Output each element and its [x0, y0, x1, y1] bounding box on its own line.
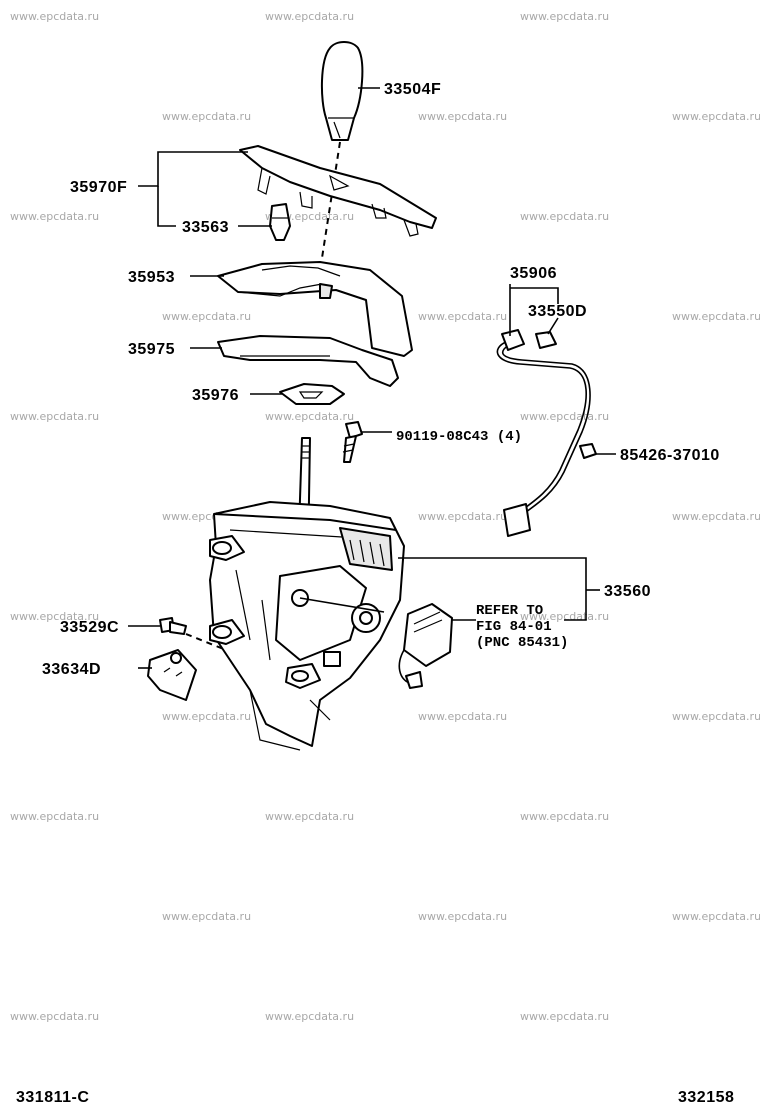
socket-wire-drawing — [496, 329, 597, 537]
watermark-text: www.epcdata.ru — [418, 910, 507, 923]
watermark-text: www.epcdata.ru — [520, 810, 609, 823]
label-bulb: 33550D — [528, 303, 587, 320]
label-shift-assembly: 33560 — [604, 583, 651, 600]
clip-drawing — [269, 203, 291, 241]
label-indicator: 35953 — [128, 269, 175, 286]
bezel-drawing — [239, 145, 437, 237]
watermark-text: www.epcdata.ru — [162, 710, 251, 723]
watermark-text: www.epcdata.ru — [520, 1010, 609, 1023]
reference-line-2: FIG 84-01 — [476, 619, 552, 635]
watermark-text: www.epcdata.ru — [10, 610, 99, 623]
label-wire-clamp: 85426-37010 — [620, 447, 720, 464]
watermark-text: www.epcdata.ru — [10, 810, 99, 823]
watermark-text: www.epcdata.ru — [418, 510, 507, 523]
watermark-text: www.epcdata.ru — [265, 10, 354, 23]
label-clip: 33563 — [182, 219, 229, 236]
watermark-text: www.epcdata.ru — [10, 410, 99, 423]
label-plate: 35976 — [192, 387, 239, 404]
watermark-text: www.epcdata.ru — [520, 410, 609, 423]
label-housing-cover: 35975 — [128, 341, 175, 358]
part-labels: 33504F 35970F 33563 35953 35975 35976 90… — [42, 81, 720, 678]
watermark-text: www.epcdata.ru — [672, 910, 760, 923]
watermark-text: www.epcdata.ru — [162, 110, 251, 123]
label-bolt: 90119-08C43 (4) — [396, 429, 522, 445]
watermark-layer: www.epcdata.ru www.epcdata.ru www.epcdata.… — [10, 10, 760, 1023]
footer-left-code: 331811-C — [16, 1089, 89, 1106]
housing-cover-drawing — [217, 335, 399, 387]
watermark-text: www.epcdata.ru — [162, 310, 251, 323]
harness-connector-drawing — [398, 603, 453, 689]
shift-knob-drawing — [320, 41, 364, 259]
watermark-text: www.epcdata.ru — [672, 710, 760, 723]
watermark-text: www.epcdata.ru — [162, 910, 251, 923]
reference-note: REFER TO FIG 84-01 (PNC 85431) — [476, 603, 568, 651]
bolt-drawing — [342, 421, 363, 463]
plate-drawing — [279, 383, 345, 405]
watermark-text: www.epcdata.ru — [10, 210, 99, 223]
label-screw: 33529C — [60, 619, 119, 636]
reference-line-1: REFER TO — [476, 603, 543, 619]
watermark-text: www.epcdata.ru — [672, 110, 760, 123]
reference-line-3: (PNC 85431) — [476, 635, 568, 651]
leader-lines — [128, 87, 616, 669]
watermark-text: www.epcdata.ru — [520, 10, 609, 23]
watermark-text: www.epcdata.ru — [672, 310, 760, 323]
shift-assembly-drawing — [209, 501, 405, 751]
watermark-text: www.epcdata.ru — [265, 810, 354, 823]
watermark-text: www.epcdata.ru — [418, 110, 507, 123]
footer-right-code: 332158 — [678, 1089, 734, 1106]
bracket-drawing — [147, 649, 197, 701]
label-bracket: 33634D — [42, 661, 101, 678]
indicator-drawing — [217, 261, 413, 357]
watermark-text: www.epcdata.ru — [672, 510, 760, 523]
label-knob: 33504F — [384, 81, 441, 98]
label-bezel: 35970F — [70, 179, 127, 196]
watermark-text: www.epcdata.ru — [10, 1010, 99, 1023]
screw-drawing — [159, 617, 187, 635]
label-socket: 35906 — [510, 265, 557, 282]
watermark-text: www.epcdata.ru — [265, 1010, 354, 1023]
watermark-text: www.epcdata.ru — [418, 710, 507, 723]
watermark-text: www.epcdata.ru — [520, 210, 609, 223]
watermark-text: www.epcdata.ru — [10, 10, 99, 23]
watermark-text: www.epcdata.ru — [418, 310, 507, 323]
watermark-text: www.epcdata.ru — [265, 410, 354, 423]
